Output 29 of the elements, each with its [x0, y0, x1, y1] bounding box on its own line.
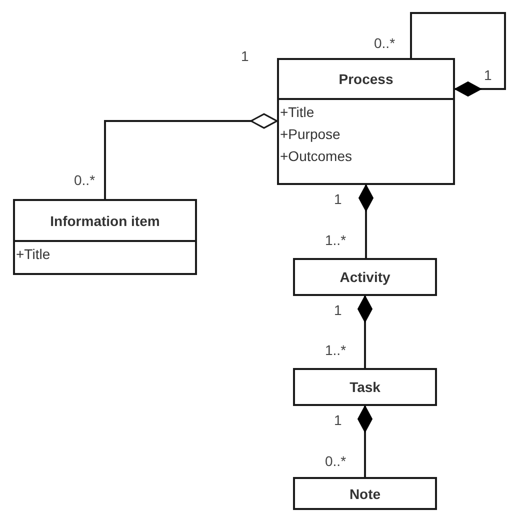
class-name: Process: [338, 71, 394, 87]
composition-connector: [358, 296, 372, 368]
composition-connector: [358, 184, 374, 258]
composition-connector: [410, 12, 506, 96]
class-box: [293, 258, 437, 296]
attribute-text: +Purpose: [280, 125, 340, 144]
attribute-text: +Title: [280, 103, 314, 122]
multiplicity-label: 1: [241, 48, 249, 64]
attribute-text: +Outcomes: [280, 147, 352, 166]
attribute-text: +Title: [16, 245, 50, 264]
class-box: [13, 199, 197, 275]
class-box: [277, 58, 455, 185]
multiplicity-label: 0..*: [374, 35, 396, 51]
multiplicity-label: 0..*: [74, 172, 96, 188]
class-name: Activity: [340, 269, 390, 285]
multiplicity-label: 1..*: [325, 342, 346, 358]
composition-connector: [358, 406, 372, 477]
multiplicity-label: 1: [334, 302, 342, 318]
aggregation-connector: [104, 113, 278, 199]
multiplicity-label: 1: [334, 191, 342, 207]
multiplicity-label: 1: [484, 67, 492, 83]
class-box: [293, 368, 437, 406]
multiplicity-label: 0..*: [325, 453, 346, 469]
class-name: Information item: [50, 212, 160, 228]
multiplicity-label: 1..*: [325, 232, 346, 248]
class-box: [293, 477, 437, 510]
class-name: Task: [350, 379, 380, 395]
multiplicity-label: 1: [334, 412, 342, 428]
class-name: Note: [349, 486, 381, 502]
